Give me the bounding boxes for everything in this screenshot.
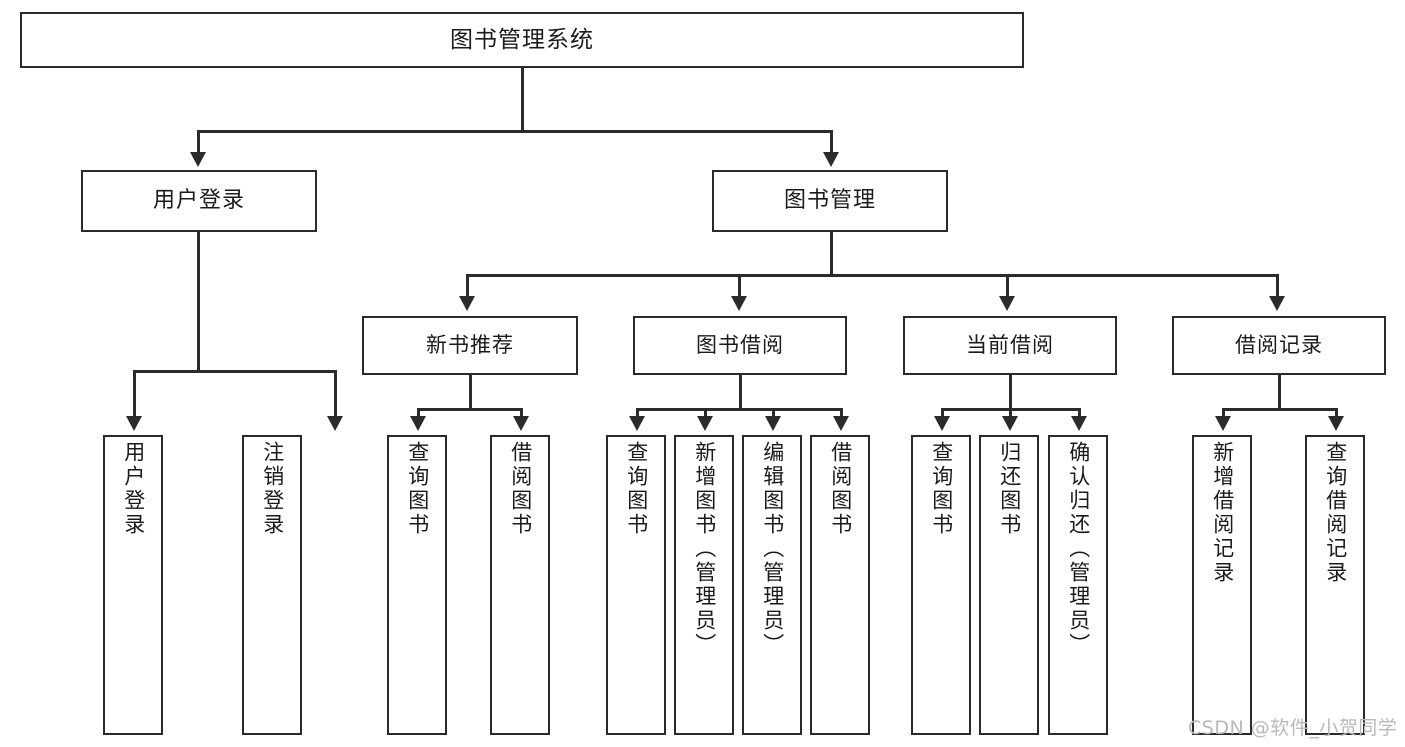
arrowhead-to-book-manage	[823, 152, 839, 167]
node-book-management[interactable]: 图书管理	[712, 170, 948, 232]
arrowhead-to-return-book	[1002, 416, 1018, 431]
arrowhead-to-borrow-record	[1269, 296, 1285, 311]
arrowhead-to-query-book-3	[934, 416, 950, 431]
connector-book-borrow-drop-1	[636, 408, 639, 418]
arrowhead-to-book-borrow	[731, 296, 747, 311]
node-label: 新增借阅记录	[1210, 441, 1235, 585]
connector-root-stem	[521, 68, 524, 132]
connector-user-login-drop-2	[334, 370, 337, 418]
connector-book-manage-bus	[466, 274, 1278, 277]
arrowhead-to-new-book-rec	[459, 296, 475, 311]
node-label: 新书推荐	[426, 333, 514, 358]
connector-book-manage-stem	[830, 232, 833, 276]
arrowhead-to-edit-book	[765, 416, 781, 431]
connector-new-book-drop-2	[520, 408, 523, 418]
node-label: 借阅记录	[1235, 333, 1323, 358]
connector-borrow-record-drop-2	[1335, 408, 1338, 418]
leaf-return-book[interactable]: 归还图书	[979, 435, 1039, 735]
node-label: 图书管理系统	[450, 26, 594, 53]
connector-current-borrow-stem	[1009, 375, 1012, 410]
node-current-borrow[interactable]: 当前借阅	[903, 316, 1117, 375]
connector-root-bus	[197, 130, 832, 133]
node-label: 借阅图书	[828, 441, 853, 537]
csdn-watermark: CSDN @软件_小贺同学	[1188, 717, 1398, 739]
arrowhead-to-confirm-return	[1071, 416, 1087, 431]
arrowhead-to-add-book	[697, 416, 713, 431]
connector-book-manage-drop-4	[1276, 274, 1279, 298]
node-borrow-record[interactable]: 借阅记录	[1172, 316, 1386, 375]
connector-book-manage-drop-3	[1006, 274, 1009, 298]
arrowhead-to-borrow-book-1	[513, 416, 529, 431]
arrowhead-to-query-record	[1328, 416, 1344, 431]
node-label: 当前借阅	[966, 333, 1054, 358]
node-label: 查询图书	[624, 441, 649, 537]
arrowhead-to-current-borrow	[999, 296, 1015, 311]
connector-borrow-record-stem	[1278, 375, 1281, 410]
node-label: 图书借阅	[696, 333, 784, 358]
connector-new-book-drop-1	[417, 408, 420, 418]
arrowhead-to-borrow-book-2	[833, 416, 849, 431]
node-new-book-recommendation[interactable]: 新书推荐	[362, 316, 578, 375]
connector-current-borrow-drop-3	[1078, 408, 1081, 418]
node-label: 用户登录	[121, 441, 146, 537]
leaf-query-borrow-record[interactable]: 查询借阅记录	[1305, 435, 1365, 735]
leaf-query-book-recommendation[interactable]: 查询图书	[387, 435, 447, 735]
node-label: 查询图书	[929, 441, 954, 537]
connector-borrow-record-drop-1	[1222, 408, 1225, 418]
connector-book-manage-drop-2	[738, 274, 741, 298]
leaf-query-book-current[interactable]: 查询图书	[911, 435, 971, 735]
connector-book-borrow-bus	[636, 408, 842, 411]
leaf-query-book-borrow[interactable]: 查询图书	[606, 435, 666, 735]
connector-borrow-record-bus	[1222, 408, 1337, 411]
node-label: 编辑图书（管理员）	[760, 441, 785, 657]
connector-book-borrow-drop-4	[840, 408, 843, 418]
leaf-confirm-return-admin[interactable]: 确认归还（管理员）	[1048, 435, 1108, 735]
connector-new-book-stem	[469, 375, 472, 410]
node-label: 用户登录	[152, 188, 245, 214]
leaf-add-borrow-record[interactable]: 新增借阅记录	[1192, 435, 1252, 735]
node-label: 图书管理	[783, 188, 876, 214]
node-label: 新增图书（管理员）	[692, 441, 717, 657]
node-root-book-management-system[interactable]: 图书管理系统	[20, 12, 1024, 68]
connector-root-drop-right	[830, 130, 833, 154]
arrowhead-to-add-record	[1215, 416, 1231, 431]
node-label: 注销登录	[260, 441, 285, 537]
leaf-user-login[interactable]: 用户登录	[103, 435, 163, 735]
connector-user-login-bus	[133, 370, 336, 373]
arrowhead-to-query-book-2	[629, 416, 645, 431]
connector-book-manage-drop-1	[466, 274, 469, 298]
leaf-logout[interactable]: 注销登录	[242, 435, 302, 735]
connector-root-drop-left	[197, 130, 200, 154]
arrowhead-to-leaf-logout	[327, 416, 343, 431]
leaf-borrow-book[interactable]: 借阅图书	[810, 435, 870, 735]
arrowhead-to-user-login	[190, 152, 206, 167]
node-book-borrow[interactable]: 图书借阅	[633, 316, 847, 375]
node-label: 查询图书	[405, 441, 430, 537]
arrowhead-to-query-book-1	[410, 416, 426, 431]
connector-user-login-drop-1	[133, 370, 136, 418]
node-label: 借阅图书	[508, 441, 533, 537]
connector-book-borrow-drop-2	[704, 408, 707, 418]
leaf-add-book-admin[interactable]: 新增图书（管理员）	[674, 435, 734, 735]
connector-book-borrow-drop-3	[772, 408, 775, 418]
leaf-edit-book-admin[interactable]: 编辑图书（管理员）	[742, 435, 802, 735]
connector-current-borrow-drop-2	[1009, 408, 1012, 418]
connector-current-borrow-drop-1	[941, 408, 944, 418]
leaf-borrow-book-recommendation[interactable]: 借阅图书	[490, 435, 550, 735]
connector-new-book-bus	[417, 408, 522, 411]
arrowhead-to-leaf-user-login	[126, 416, 142, 431]
node-label: 确认归还（管理员）	[1066, 441, 1091, 657]
connector-book-borrow-stem	[739, 375, 742, 410]
node-user-login[interactable]: 用户登录	[81, 170, 317, 232]
node-label: 查询借阅记录	[1323, 441, 1348, 585]
node-label: 归还图书	[997, 441, 1022, 537]
connector-user-login-stem	[197, 232, 200, 372]
